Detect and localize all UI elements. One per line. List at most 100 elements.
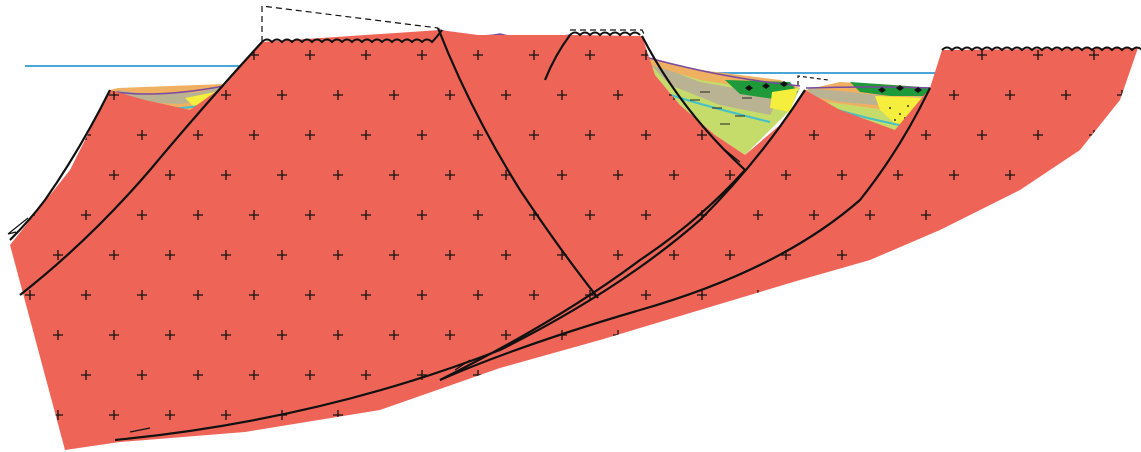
- basement-cross-symbol: [697, 130, 707, 140]
- basement-cross-symbol: [613, 90, 623, 100]
- basement-cross-symbol: [445, 250, 455, 260]
- basement-cross-symbol: [865, 290, 875, 300]
- basement-cross-symbol: [921, 130, 931, 140]
- basement-cross-symbol: [389, 330, 399, 340]
- basement-cross-symbol: [837, 410, 847, 420]
- basement-cross-symbol: [1033, 370, 1043, 380]
- basement-cross-symbol: [445, 90, 455, 100]
- basement-cross-symbol: [977, 210, 987, 220]
- basement-cross-symbol: [1061, 250, 1071, 260]
- basement-cross-symbol: [417, 130, 427, 140]
- basement-cross-symbol: [893, 410, 903, 420]
- basement-cross-symbol: [557, 90, 567, 100]
- slip-arrow-3: [454, 359, 471, 371]
- basement-cross-symbol: [1005, 250, 1015, 260]
- basement-cross-symbol: [165, 410, 175, 420]
- basement-cross-symbol: [585, 370, 595, 380]
- basement-cross-symbol: [725, 170, 735, 180]
- basement-cross-symbol: [949, 250, 959, 260]
- basement-cross-symbol: [781, 170, 791, 180]
- basement-cross-symbol: [921, 370, 931, 380]
- basement-cross-symbol: [81, 210, 91, 220]
- basement-cross-symbol: [361, 50, 371, 60]
- basement-cross-symbol: [53, 250, 63, 260]
- basement-cross-symbol: [1061, 90, 1071, 100]
- basement-cross-symbol: [277, 90, 287, 100]
- slip-arrows: [7, 149, 741, 433]
- basement-cross-symbol: [389, 410, 399, 420]
- basement-cross-symbol: [613, 250, 623, 260]
- basement-cross-symbol: [109, 330, 119, 340]
- basement-cross-symbol: [921, 290, 931, 300]
- basement-cross-symbol: [249, 290, 259, 300]
- basement-cross-symbol: [277, 250, 287, 260]
- basement-cross-symbol: [809, 290, 819, 300]
- erosion-surface-1: [261, 29, 443, 44]
- basement-cross-symbol: [865, 370, 875, 380]
- basement-cross-symbol: [333, 250, 343, 260]
- fault-6: [114, 89, 806, 442]
- basement-cross-symbol: [473, 50, 483, 60]
- basement-cross-symbol: [221, 250, 231, 260]
- basement-cross-symbol: [389, 250, 399, 260]
- basement-cross-symbol: [305, 370, 315, 380]
- basement-cross-symbol: [81, 370, 91, 380]
- basement-cross-symbol: [221, 170, 231, 180]
- basement-cross-symbol: [1117, 410, 1127, 420]
- basement-cross-symbol: [1005, 90, 1015, 100]
- basement-cross-symbol: [221, 90, 231, 100]
- basement-cross-symbol: [305, 210, 315, 220]
- basement-cross-symbol: [389, 90, 399, 100]
- basement-cross-symbol: [501, 410, 511, 420]
- basement-cross-symbol: [1033, 210, 1043, 220]
- basement-cross-symbol: [501, 250, 511, 260]
- basement-cross-symbol: [1005, 410, 1015, 420]
- basement-cross-symbol: [613, 170, 623, 180]
- basement-cross-symbol: [361, 370, 371, 380]
- basement-cross-symbol: [249, 130, 259, 140]
- basement-cross-symbol: [949, 90, 959, 100]
- basement-cross-symbol: [697, 370, 707, 380]
- eroded-block-outline-3: [797, 75, 829, 85]
- basement-cross-symbol: [193, 370, 203, 380]
- basement-cross-symbol: [809, 210, 819, 220]
- basement-cross-symbol: [669, 170, 679, 180]
- basement-cross-symbol: [865, 50, 875, 60]
- basement-cross-symbol: [1033, 130, 1043, 140]
- basement-cross-symbol: [361, 290, 371, 300]
- basement-cross-symbol: [1089, 210, 1099, 220]
- fault-5: [439, 35, 747, 381]
- basement-cross-symbol: [445, 170, 455, 180]
- basement-cross-symbol: [109, 410, 119, 420]
- erosion-surface-2: [569, 31, 641, 37]
- basement-cross-symbol: [1033, 290, 1043, 300]
- eroded-block-outline-1: [261, 5, 439, 42]
- basement-cross-symbol: [893, 170, 903, 180]
- basement-cross-symbol: [137, 50, 147, 60]
- basement-cross-symbol: [949, 170, 959, 180]
- basement-cross-symbol: [697, 50, 707, 60]
- basement-cross-symbol: [893, 330, 903, 340]
- basement-cross-symbol: [529, 130, 539, 140]
- slip-arrow-1: [7, 217, 29, 235]
- fault-7: [439, 87, 931, 382]
- fault-2: [19, 41, 263, 296]
- basement-cross-symbol: [837, 170, 847, 180]
- basement-cross-symbol: [669, 410, 679, 420]
- eroded-block-outline-2: [570, 29, 646, 37]
- basement-cross-symbol: [1117, 250, 1127, 260]
- basement-cross-symbol: [1089, 370, 1099, 380]
- basement-cross-symbol: [361, 130, 371, 140]
- basement-cross-symbol: [585, 50, 595, 60]
- basement-cross-symbol: [725, 410, 735, 420]
- basement-cross-symbol: [53, 90, 63, 100]
- basement-cross-symbol: [977, 290, 987, 300]
- basement-cross-symbol: [585, 130, 595, 140]
- fault-3: [436, 27, 599, 299]
- basement-cross-symbol: [1117, 170, 1127, 180]
- basement-cross-symbol: [837, 250, 847, 260]
- basement-cross-symbol: [949, 330, 959, 340]
- basement-cross-symbol: [333, 170, 343, 180]
- basement-cross-symbol: [137, 210, 147, 220]
- basement-cross-symbol: [137, 130, 147, 140]
